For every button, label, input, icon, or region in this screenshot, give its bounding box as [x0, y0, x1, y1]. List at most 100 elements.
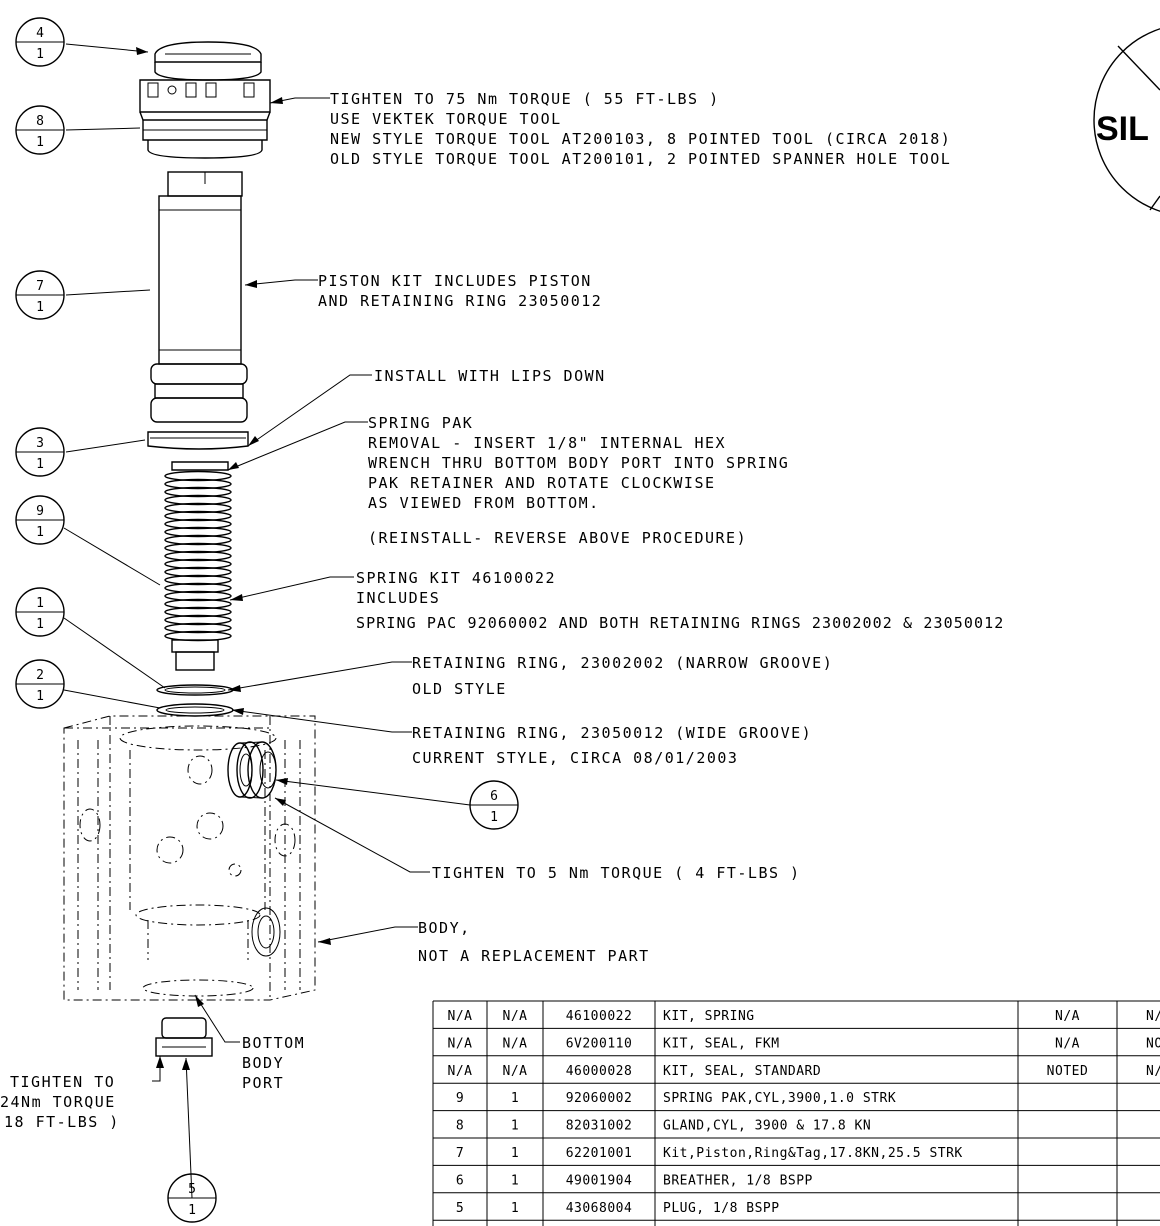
- note-line: 18 FT-LBS ): [4, 1113, 120, 1131]
- table-cell: N/A: [448, 1064, 473, 1079]
- note-line: USE VEKTEK TORQUE TOOL: [330, 110, 562, 128]
- table-cell: 1: [511, 1201, 519, 1216]
- note-line: OLD STYLE TORQUE TOOL AT200101, 2 POINTE…: [330, 150, 951, 168]
- note-gland-torque: TIGHTEN TO 75 Nm TORQUE ( 55 FT-LBS ) US…: [330, 90, 951, 168]
- table-cell: Kit,Piston,Ring&Tag,17.8KN,25.5 STRK: [663, 1146, 963, 1161]
- balloon-quantity: 1: [36, 525, 44, 540]
- spring-coil: [164, 606, 232, 618]
- table-cell: N/A: [448, 1009, 473, 1024]
- note-line: PAK RETAINER AND ROTATE CLOCKWISE: [368, 474, 716, 492]
- spring-coil: [164, 486, 232, 498]
- table-cell: N/A: [503, 1009, 528, 1024]
- table-cell: 46000028: [566, 1064, 633, 1079]
- note-piston-kit: PISTON KIT INCLUDES PISTON AND RETAINING…: [318, 272, 601, 310]
- balloon-item-number: 5: [188, 1182, 196, 1197]
- balloon-item-number: 2: [36, 668, 44, 683]
- table-cell: N/A: [1146, 1009, 1160, 1024]
- balloon-item-4: 4 1: [15, 17, 65, 67]
- note-bottom-port: BOTTOM BODY PORT: [242, 1034, 305, 1092]
- balloon-item-9: 9 1: [15, 495, 65, 545]
- balloon-quantity: 1: [36, 135, 44, 150]
- table-cell: 62201001: [566, 1146, 633, 1161]
- balloon-item-6: 6 1: [469, 780, 519, 830]
- part-spring-pak: [164, 461, 232, 671]
- table-cell: NOTED: [1047, 1064, 1089, 1079]
- spring-coil: [164, 558, 232, 570]
- stamp-seal: SIL: [1093, 28, 1160, 212]
- table-row: 7 1 62201001 Kit,Piston,Ring&Tag,17.8KN,25.…: [456, 1146, 963, 1161]
- table-cell: 7: [456, 1146, 464, 1161]
- part-retaining-rings: [156, 684, 234, 717]
- note-line: PISTON KIT INCLUDES PISTON: [318, 272, 592, 290]
- note-line: TIGHTEN TO 5 Nm TORQUE ( 4 FT-LBS ): [432, 864, 801, 882]
- part-breather: [227, 741, 277, 799]
- table-cell: N/A: [448, 1036, 473, 1051]
- note-install-lips: INSTALL WITH LIPS DOWN: [374, 367, 606, 385]
- table-cell: 1: [511, 1091, 519, 1106]
- spring-coil: [164, 598, 232, 610]
- note-line: WRENCH THRU BOTTOM BODY PORT INTO SPRING: [368, 454, 789, 472]
- note-line: TIGHTEN TO 75 Nm TORQUE ( 55 FT-LBS ): [330, 90, 720, 108]
- table-cell: 82031002: [566, 1119, 633, 1134]
- balloon-item-1: 1 1: [15, 587, 65, 637]
- table-cell: SPRING PAK,CYL,3900,1.0 STRK: [663, 1091, 896, 1106]
- balloon-quantity: 1: [188, 1203, 196, 1218]
- balloon-item-2: 2 1: [15, 659, 65, 709]
- note-line: INCLUDES: [356, 589, 440, 607]
- balloon-item-8: 8 1: [15, 105, 65, 155]
- balloon-item-3: 3 1: [15, 427, 65, 477]
- table-cell: 1: [511, 1119, 519, 1134]
- balloon-item-number: 7: [36, 279, 44, 294]
- note-line: INSTALL WITH LIPS DOWN: [374, 367, 606, 385]
- note-line: OLD STYLE: [412, 680, 507, 698]
- note-line: NOT A REPLACEMENT PART: [418, 947, 650, 965]
- spring-coil: [164, 534, 232, 546]
- balloon-quantity: 1: [36, 689, 44, 704]
- balloon-item-5: 5 1: [167, 1173, 217, 1223]
- table-cell: 92060002: [566, 1091, 633, 1106]
- note-line: PORT: [242, 1074, 284, 1092]
- table-cell: N/A: [503, 1064, 528, 1079]
- note-line: SPRING KIT 46100022: [356, 569, 556, 587]
- part-piston: [150, 171, 248, 423]
- note-spring-pak: SPRING PAK REMOVAL - INSERT 1/8" INTERNA…: [368, 414, 789, 547]
- table-cell: N/A: [1146, 1064, 1160, 1079]
- note-line: BOTTOM: [242, 1034, 305, 1052]
- spring-coil: [164, 590, 232, 602]
- table-cell: KIT, SEAL, STANDARD: [663, 1064, 821, 1079]
- table-cell: BREATHER, 1/8 BSPP: [663, 1173, 813, 1188]
- note-line: (REINSTALL- REVERSE ABOVE PROCEDURE): [368, 529, 747, 547]
- table-cell: NOT: [1146, 1036, 1160, 1051]
- table-cell: 1: [511, 1146, 519, 1161]
- table-cell: N/A: [1055, 1009, 1080, 1024]
- table-cell: 43068004: [566, 1201, 633, 1216]
- balloon-item-number: 6: [490, 789, 498, 804]
- spring-coil: [164, 478, 232, 490]
- note-line: SPRING PAK: [368, 414, 473, 432]
- balloon-item-number: 9: [36, 504, 44, 519]
- table-cell: 1: [511, 1173, 519, 1188]
- table-row: N/A N/A 46000028 KIT, SEAL, STANDARD NOTED N/…: [448, 1064, 1160, 1079]
- balloon-item-7: 7 1: [15, 270, 65, 320]
- note-ring-new: RETAINING RING, 23050012 (WIDE GROOVE) C…: [412, 724, 811, 767]
- note-line: CURRENT STYLE, CIRCA 08/01/2003: [412, 749, 738, 767]
- table-cell: 6: [456, 1173, 464, 1188]
- part-body: [63, 715, 316, 1001]
- spring-coil: [164, 542, 232, 554]
- note-plug-torque: TIGHTEN TO 24Nm TORQUE 18 FT-LBS ): [0, 1073, 120, 1131]
- balloon-quantity: 1: [36, 457, 44, 472]
- part-cap-seal: [154, 41, 262, 81]
- balloon-item-number: 4: [36, 26, 44, 41]
- table-cell: 46100022: [566, 1009, 633, 1024]
- part-plug: [155, 1017, 213, 1057]
- spring-coils: [164, 470, 232, 642]
- spring-coil: [164, 582, 232, 594]
